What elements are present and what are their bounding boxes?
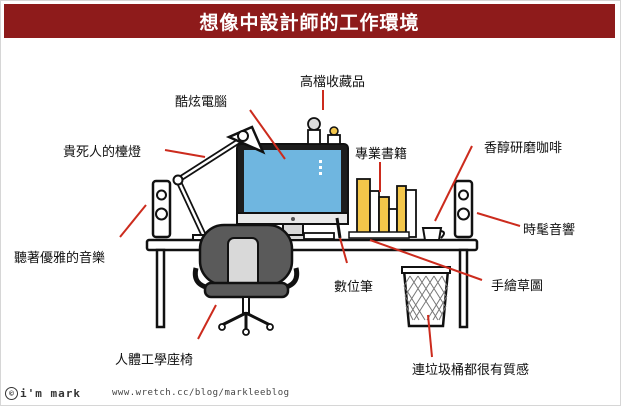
copyright-icon: © [5,387,18,400]
monitor [236,143,349,241]
label-speaker-left: 聽著優雅的音樂 [14,251,106,266]
label-chair: 人體工學座椅 [115,353,194,368]
title-bar: 想像中設計師的工作環境 [4,4,615,38]
label-monitor: 酷炫電腦 [175,95,228,110]
books [348,178,417,239]
keyboard [303,232,335,240]
footer-brand: i'm mark [20,387,81,400]
leader-lines [119,90,521,358]
diagram-title: 想像中設計師的工作環境 [199,11,420,34]
label-collectibles: 高檔收藏品 [300,75,366,90]
desk-lamp [172,125,266,241]
wire-trashcan [401,266,451,328]
label-speaker-right: 時髦音響 [523,223,576,238]
office-chair [192,223,300,336]
collectible-figurines [307,117,341,145]
label-lamp: 貴死人的檯燈 [63,145,142,160]
footer-url[interactable]: www.wretch.cc/blog/markleeblog [112,388,290,398]
footer: © i'm mark www.wretch.cc/blog/markleeblo… [0,385,621,406]
label-sketch: 手繪草圖 [491,279,544,294]
coffee-cup [421,227,445,241]
label-books: 專業書籍 [355,147,408,162]
digital-pen [335,217,342,239]
speaker-right [453,179,474,239]
speaker-left [151,179,172,239]
label-trashcan: 連垃圾桶都很有質感 [412,363,530,378]
label-coffee: 香醇研磨咖啡 [484,141,563,156]
label-pen-tablet: 數位筆 [334,280,374,295]
